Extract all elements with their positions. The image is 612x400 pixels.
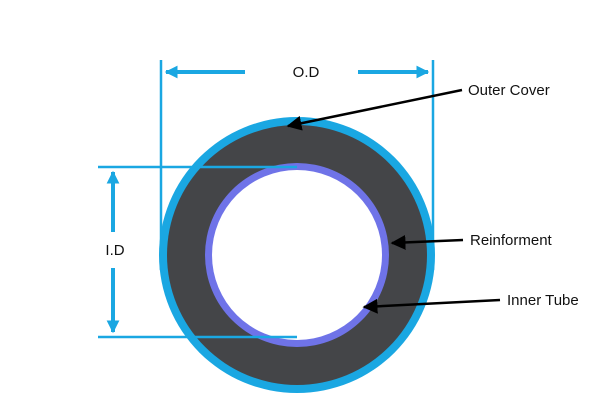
outer-diameter-dimension: O.D [159, 60, 435, 270]
inner-bore [212, 170, 382, 340]
inner-tube-label: Inner Tube [507, 292, 579, 309]
reinforcement-label: Reinforment [470, 232, 553, 249]
od-label: O.D [293, 64, 320, 81]
outer-cover-label: Outer Cover [468, 82, 550, 99]
outer-cover-callout: Outer Cover [286, 82, 550, 131]
outer-cover-arrow [286, 88, 463, 131]
reinforcement-arrow [390, 234, 464, 250]
inner-diameter-dimension: I.D [98, 165, 297, 339]
inner-tube-callout: Inner Tube [362, 292, 579, 314]
inner-tube-arrow [362, 298, 501, 314]
id-label: I.D [105, 242, 124, 259]
reinforcement-callout: Reinforment [390, 232, 553, 250]
